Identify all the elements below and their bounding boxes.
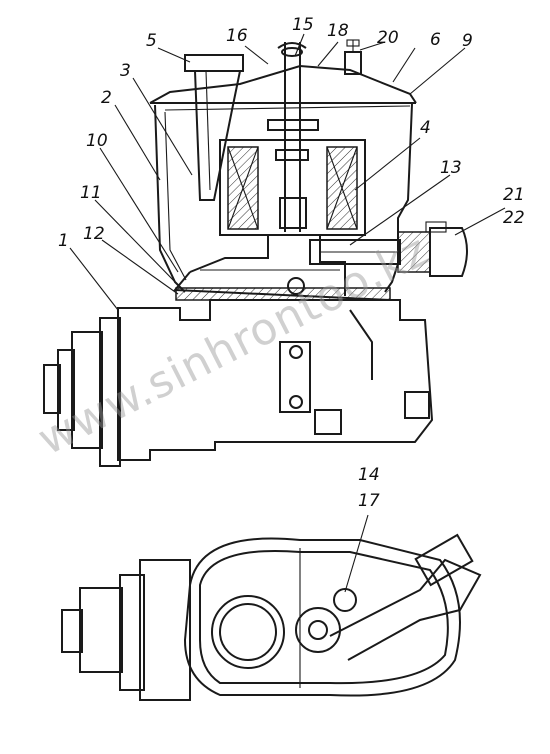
bracket-5 [184,54,244,201]
callout-12: 12 [83,224,105,244]
callout-9: 9 [462,31,473,51]
callout-5: 5 [146,31,157,51]
plan-view [61,533,482,701]
callout-14: 14 [358,465,380,485]
pump-body-1 [43,299,434,467]
callout-15: 15 [292,15,314,35]
callout-11: 11 [80,183,102,203]
callout-13: 13 [440,158,462,178]
callout-21: 21 [503,185,525,205]
central-rod [267,42,319,232]
callout-6: 6 [430,30,441,50]
leader-lines [69,33,506,593]
coil-4 [219,139,366,236]
callout-18: 18 [327,21,349,41]
callout-20: 20 [377,28,399,48]
callout-16: 16 [226,26,248,46]
callout-1: 1 [58,231,69,251]
housing-cover [149,64,417,111]
side-fitting [309,221,468,277]
terminal-20 [344,39,362,75]
callout-10: 10 [86,131,108,151]
callout-17: 17 [358,491,380,511]
callout-3: 3 [120,61,131,81]
callout-4: 4 [420,118,431,138]
valve-base [172,234,391,301]
callout-2: 2 [101,88,112,108]
callout-22: 22 [503,208,525,228]
